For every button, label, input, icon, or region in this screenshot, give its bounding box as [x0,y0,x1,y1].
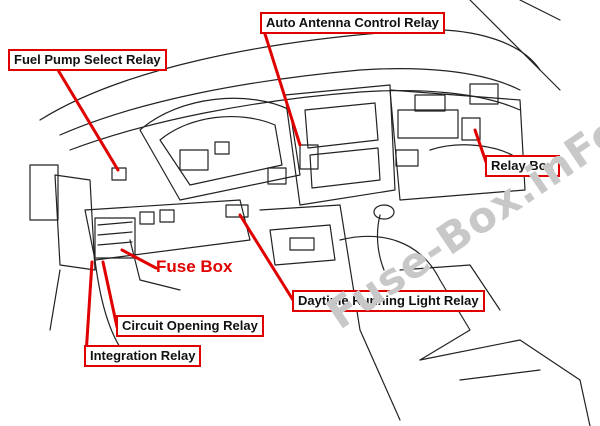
circuit-opening-relay-label: Circuit Opening Relay [116,315,264,337]
leader-fuse-box [120,248,158,270]
left-kick-panel [54,174,96,271]
shift-lever [376,214,385,271]
integration-relay-label: Integration Relay [84,345,202,367]
daytime-running-light-relay-label: Daytime Running Light Relay [292,290,485,312]
relay-box-shape [397,109,459,139]
leader-relay-box [473,128,488,164]
center-stack [284,84,396,206]
leader-antenna [263,32,302,147]
leader-circuit-opening [101,260,119,329]
leader-lines [53,32,488,357]
relay-box-label: Relay Box [485,155,560,177]
right-dash [389,89,526,201]
auto-antenna-control-relay-label: Auto Antenna Control Relay [260,12,445,34]
fuse-block-shape [94,217,136,259]
leader-integration [84,260,94,357]
windshield-outline [39,29,541,121]
dashboard-top [59,68,521,136]
fuse-box-label: Fuse Box [156,257,233,276]
center-console [259,204,401,421]
fuel-pump-select-relay-label: Fuel Pump Select Relay [8,49,167,71]
leader-fuel-pump [53,63,120,172]
instrument-cluster [139,97,301,201]
leader-drl [238,213,295,302]
